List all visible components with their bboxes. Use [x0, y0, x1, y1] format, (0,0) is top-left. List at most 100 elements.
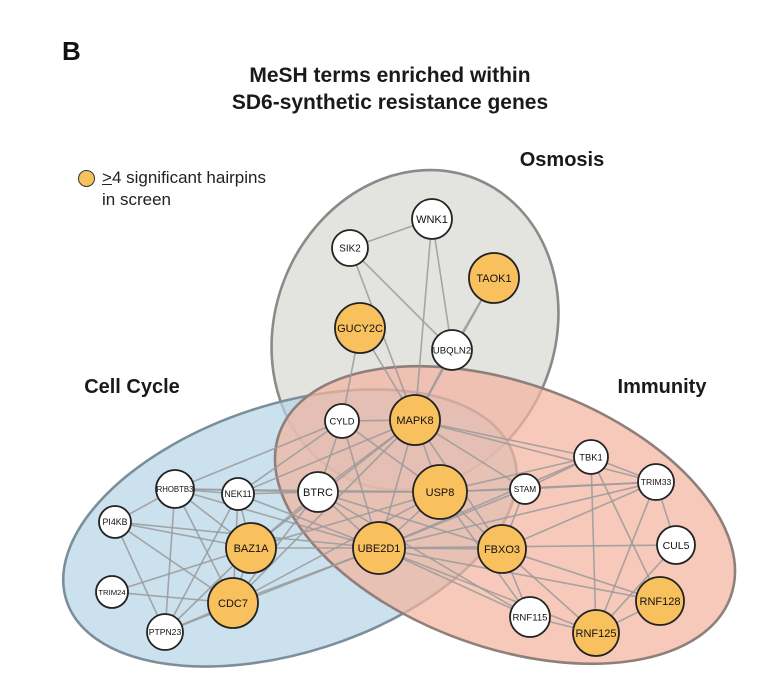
- edge-TBK1-RNF125: [590, 456, 597, 634]
- edge-UBE2D1-RNF128: [378, 547, 661, 602]
- node-NEK11: NEK11: [221, 477, 255, 511]
- node-label-RNF115: RNF115: [512, 612, 547, 623]
- legend-line-1: >4 significant hairpins: [102, 167, 266, 189]
- node-label-NEK11: NEK11: [224, 489, 251, 499]
- node-circle-UBE2D1: [352, 521, 406, 575]
- node-label-CDC7: CDC7: [218, 598, 248, 610]
- node-WNK1: WNK1: [411, 198, 453, 240]
- edge-UBE2D1-TBK1: [378, 456, 592, 549]
- node-circle-NEK11: [221, 477, 255, 511]
- node-circle-WNK1: [411, 198, 453, 240]
- edge-UBE2D1-CUL5: [378, 544, 677, 549]
- node-circle-CUL5: [656, 525, 696, 565]
- node-label-SIK2: SIK2: [339, 244, 360, 255]
- node-MAPK8: MAPK8: [389, 394, 441, 446]
- node-STAM: STAM: [509, 473, 541, 505]
- node-circle-RNF125: [572, 609, 620, 657]
- node-circle-CYLD: [324, 403, 360, 439]
- node-PI4KB: PI4KB: [98, 505, 132, 539]
- edge-CYLD-NEK11: [237, 420, 343, 495]
- node-RNF125: RNF125: [572, 609, 620, 657]
- node-label-UBE2D1: UBE2D1: [358, 543, 401, 555]
- node-circle-MAPK8: [389, 394, 441, 446]
- edge-TRIM33-RNF125: [595, 481, 657, 634]
- node-GUCY2C: GUCY2C: [334, 302, 386, 354]
- node-CDC7: CDC7: [207, 577, 259, 629]
- node-label-RNF125: RNF125: [576, 628, 617, 640]
- node-label-WNK1: WNK1: [416, 214, 448, 226]
- node-circle-CDC7: [207, 577, 259, 629]
- legend-line-2: in screen: [102, 190, 171, 209]
- legend-ge-symbol: >: [102, 168, 112, 187]
- node-label-GUCY2C: GUCY2C: [337, 323, 383, 335]
- node-UBE2D1: UBE2D1: [352, 521, 406, 575]
- node-TRIM24: TRIM24: [95, 575, 129, 609]
- edge-WNK1-UBQLN2: [431, 218, 453, 351]
- node-CUL5: CUL5: [656, 525, 696, 565]
- node-circle-BTRC: [297, 471, 339, 513]
- edge-BTRC-RNF115: [317, 491, 531, 618]
- node-label-TAOK1: TAOK1: [476, 273, 511, 285]
- node-label-UBQLN2: UBQLN2: [433, 345, 471, 356]
- node-circle-PTPN23: [146, 613, 184, 651]
- panel-letter: B: [62, 36, 81, 66]
- node-label-TBK1: TBK1: [579, 451, 602, 462]
- edge-UBE2D1-TRIM33: [378, 481, 657, 549]
- node-RNF128: RNF128: [635, 576, 685, 626]
- node-TRIM33: TRIM33: [637, 463, 675, 501]
- node-label-BAZ1A: BAZ1A: [234, 543, 270, 555]
- node-BTRC: BTRC: [297, 471, 339, 513]
- title-line-1: MeSH terms enriched within: [249, 64, 531, 87]
- node-label-RHOBTB3: RHOBTB3: [157, 485, 194, 494]
- node-circle-RNF128: [635, 576, 685, 626]
- edge-MAPK8-NEK11: [237, 419, 416, 495]
- figure-title: MeSH terms enriched within SD6-synthetic…: [180, 62, 600, 116]
- edge-UBE2D1-RNF125: [378, 547, 597, 634]
- group-label-cell-cycle: Cell Cycle: [84, 376, 180, 398]
- edge-TBK1-RNF128: [590, 456, 661, 602]
- node-circle-RNF115: [509, 596, 551, 638]
- edge-UBE2D1-PTPN23: [164, 547, 380, 633]
- node-label-RNF128: RNF128: [640, 596, 681, 608]
- node-TAOK1: TAOK1: [468, 252, 520, 304]
- edge-MAPK8-TBK1: [414, 419, 592, 458]
- node-label-TRIM24: TRIM24: [98, 588, 126, 597]
- node-label-PTPN23: PTPN23: [149, 627, 182, 637]
- node-UBQLN2: UBQLN2: [431, 329, 473, 371]
- node-circle-TRIM24: [95, 575, 129, 609]
- node-label-TRIM33: TRIM33: [641, 477, 672, 487]
- edge-MAPK8-TRIM33: [414, 419, 657, 483]
- node-circle-STAM: [509, 473, 541, 505]
- node-RNF115: RNF115: [509, 596, 551, 638]
- node-circle-RHOBTB3: [155, 469, 195, 509]
- edge-CYLD-RHOBTB3: [174, 420, 343, 490]
- node-FBXO3: FBXO3: [477, 524, 527, 574]
- node-circle-UBQLN2: [431, 329, 473, 371]
- node-label-USP8: USP8: [426, 487, 455, 499]
- group-label-immunity: Immunity: [618, 376, 708, 398]
- node-RHOBTB3: RHOBTB3: [155, 469, 195, 509]
- node-TBK1: TBK1: [573, 439, 609, 475]
- node-circle-GUCY2C: [334, 302, 386, 354]
- node-circle-SIK2: [331, 229, 369, 267]
- node-circle-PI4KB: [98, 505, 132, 539]
- node-label-MAPK8: MAPK8: [396, 415, 433, 427]
- edge-UBE2D1-RNF115: [378, 547, 531, 618]
- node-circle-TRIM33: [637, 463, 675, 501]
- node-label-STAM: STAM: [514, 484, 537, 494]
- node-circle-BAZ1A: [225, 522, 277, 574]
- node-circle-TBK1: [573, 439, 609, 475]
- edge-TRIM33-FBXO3: [501, 481, 657, 550]
- legend-line-1-text: 4 significant hairpins: [111, 168, 266, 187]
- node-SIK2: SIK2: [331, 229, 369, 267]
- edge-PI4KB-PTPN23: [114, 521, 166, 633]
- node-label-BTRC: BTRC: [303, 487, 333, 499]
- edge-TRIM33-STAM: [524, 481, 657, 490]
- node-label-CUL5: CUL5: [663, 540, 690, 552]
- edge-SIK2-UBQLN2: [349, 247, 453, 351]
- node-circle-FBXO3: [477, 524, 527, 574]
- node-label-FBXO3: FBXO3: [484, 544, 520, 556]
